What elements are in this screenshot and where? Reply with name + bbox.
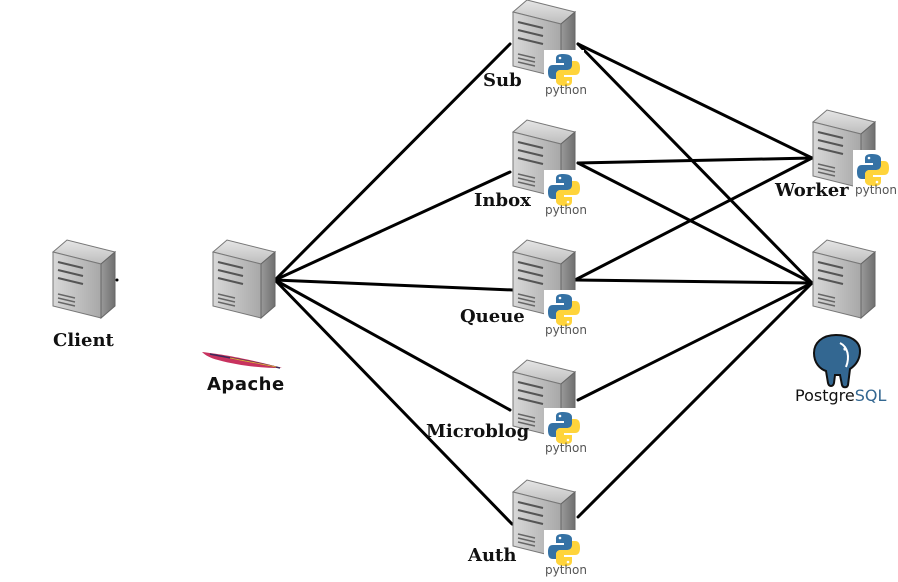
edge-apache-sub [273,42,512,282]
apache-label: Apache [207,374,285,395]
postgres-label: PostgreSQL [795,386,886,405]
apache-feather-icon [202,352,282,369]
python-badge-worker: python [855,183,897,197]
postgresql-elephant-icon [812,333,862,389]
edge-sub-worker [576,42,814,160]
edge-inbox-postgres [576,161,814,285]
edge-queue-worker [573,156,814,282]
worker-label: Worker [774,180,849,201]
edge-apache-inbox [273,170,512,282]
edge-auth-postgres [576,281,814,519]
python-badge-auth: python [545,563,587,577]
edge-apache-microblog [273,278,512,412]
edge-sub-postgres [576,42,814,285]
python-badge-microblog: python [545,441,587,455]
auth-label: Auth [467,545,516,566]
python-badge-sub: python [545,83,587,97]
nodes: Client Apache python Sub python Inbox [52,0,897,577]
server-icon [52,239,116,319]
inbox-label: Inbox [474,190,531,211]
edge-microblog-postgres [576,281,814,402]
queue-label: Queue [460,306,525,327]
edge-queue-postgres [573,278,814,285]
node-client[interactable] [52,239,116,319]
python-badge-queue: python [545,323,587,337]
node-postgres[interactable] [812,239,876,319]
server-icon [212,239,276,319]
edge-inbox-worker [576,156,814,165]
sub-label: Sub [483,70,522,91]
microblog-label: Microblog [426,421,530,442]
node-apache[interactable] [212,239,276,319]
connections [115,42,814,526]
client-label: Client [53,330,115,351]
edge-apache-queue [273,278,515,292]
edge-apache-auth [273,278,514,526]
python-badge-inbox: python [545,203,587,217]
server-icon [812,239,876,319]
